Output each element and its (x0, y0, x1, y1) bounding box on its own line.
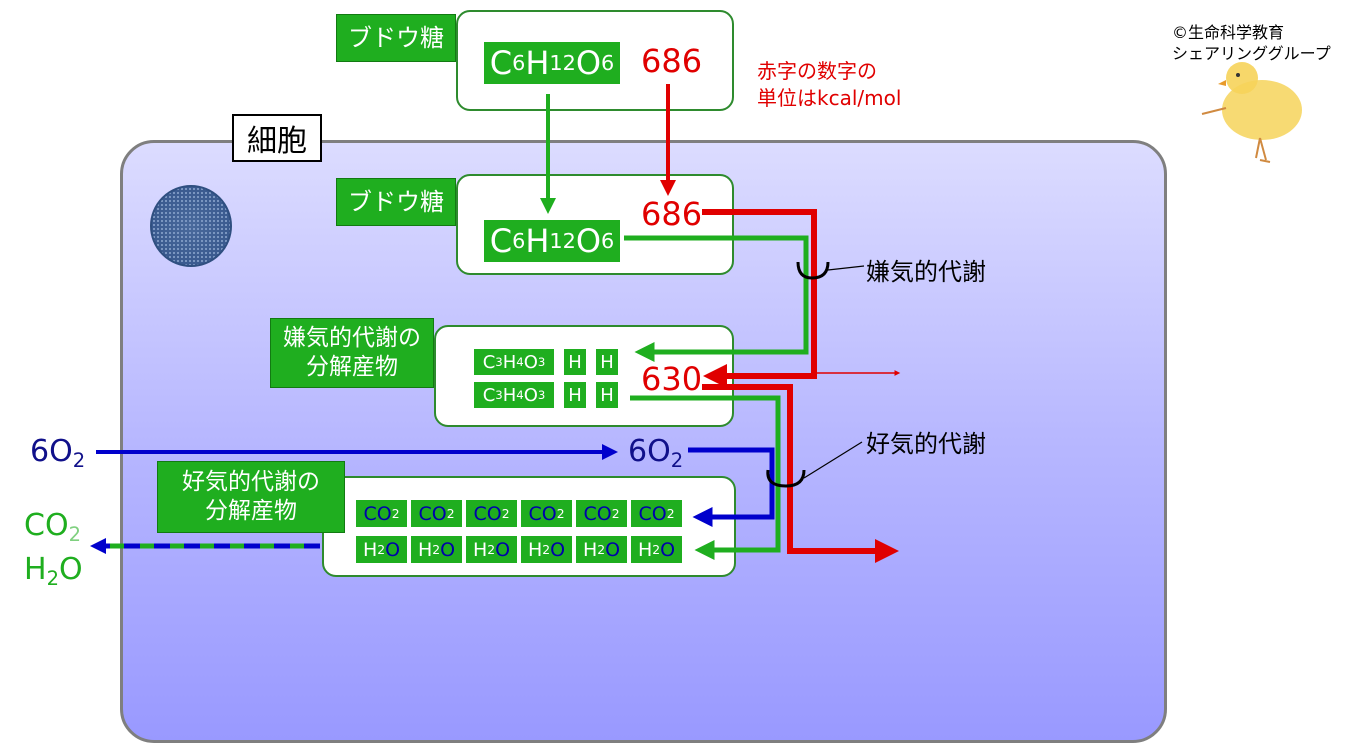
copyright-text: ©生命科学教育 シェアリンググループ (1172, 23, 1331, 63)
energy-after-anaerobic-value: 630 (641, 360, 703, 398)
anaerobic-products-label: 嫌気的代謝の 分解産物 (270, 318, 434, 388)
unit-note-line1: 赤字の数字の (757, 59, 877, 83)
nucleus (150, 185, 232, 267)
anaerobic-metabolism-label: 嫌気的代謝 (866, 258, 986, 286)
glucose-inside-label: ブドウ糖 (336, 178, 456, 226)
h2o-output-label: H2O (24, 552, 83, 590)
unit-note-line2: 単位はkcal/mol (757, 86, 902, 110)
hydrogen-chip-1b: H (596, 349, 618, 375)
hydrogen-chip-2b: H (596, 382, 618, 408)
energy-inside-value: 686 (641, 195, 703, 233)
oxygen-mid-label: 6O2 (628, 434, 684, 472)
hydrogen-chip-1a: H (564, 349, 586, 375)
energy-outside-value: 686 (641, 42, 703, 80)
green-anaerobic-path (624, 235, 809, 362)
red-aerobic-path (702, 384, 899, 563)
hydrogen-chip-2a: H (564, 382, 586, 408)
cell-label: 細胞 (232, 114, 322, 162)
co2-output-label: CO2 (24, 508, 81, 546)
aerobic-metabolism-label: 好気的代謝 (866, 430, 986, 458)
anaerobic-bracket (796, 261, 830, 280)
aerobic-bracket (766, 469, 806, 488)
glucose-outside-label: ブドウ糖 (336, 14, 456, 62)
anaerobic-products-box (434, 325, 734, 427)
red-anaerobic-path (702, 209, 817, 388)
oxygen-input-label: 6O2 (30, 434, 86, 472)
green-aerobic-path (630, 395, 781, 560)
aerobic-products-label: 好気的代謝の 分解産物 (157, 461, 345, 533)
blue-co2-path (688, 447, 775, 527)
